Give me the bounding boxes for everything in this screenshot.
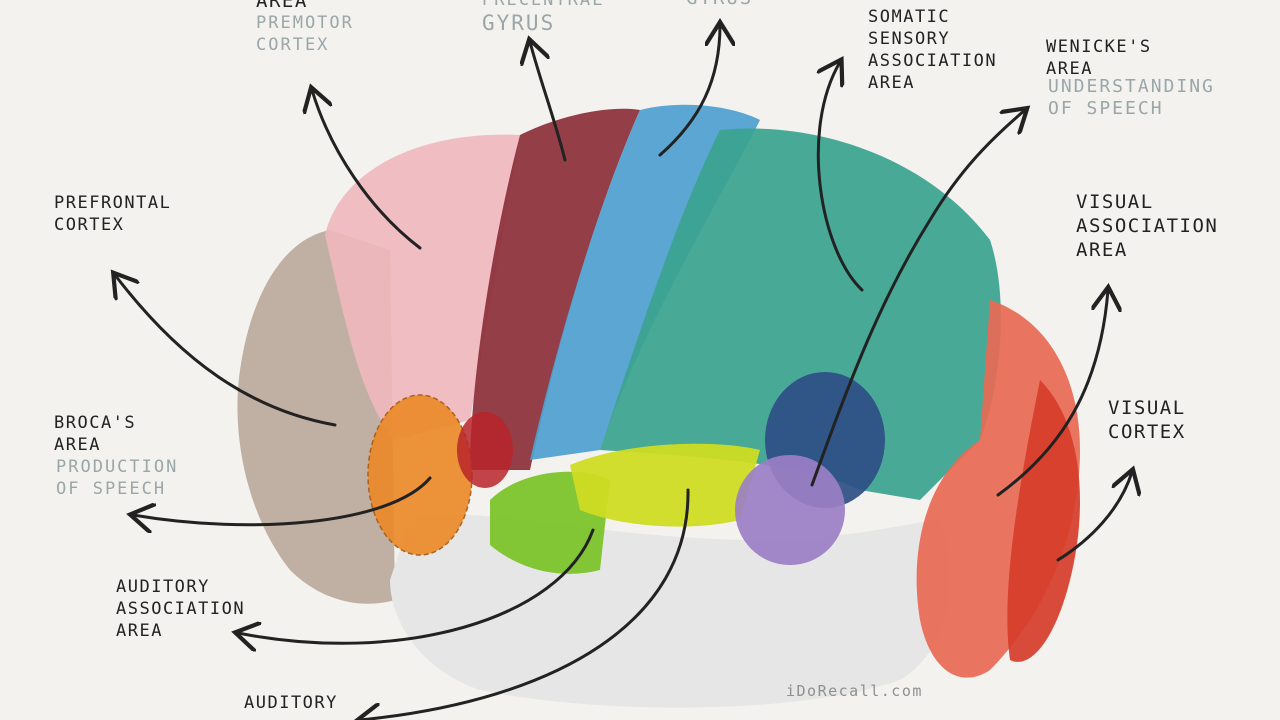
arrow-premotor	[312, 90, 422, 250]
wernicke-sublabel: UNDERSTANDING OF SPEECH	[1048, 76, 1215, 119]
prefrontal-label: PREFRONTAL CORTEX	[54, 193, 172, 235]
premotor-sublabel: PREMOTOR CORTEX	[256, 13, 354, 55]
arrow-visual-assoc	[996, 290, 1108, 497]
visual-cortex-label: VISUAL CORTEX	[1108, 397, 1186, 443]
wernicke-inner-region	[735, 455, 845, 565]
broca-area-region	[367, 394, 473, 556]
arrow-precentral	[530, 42, 567, 162]
auditory-association-label: AUDITORY ASSOCIATION AREA	[116, 577, 246, 641]
watermark: iDoRecall.com	[786, 682, 923, 700]
wernicke-label: WENICKE'S AREA	[1046, 37, 1152, 79]
auditory-label: AUDITORY	[244, 693, 338, 713]
precentral-label-top: PRECENTRAL	[482, 0, 605, 10]
visual-cortex-region	[1007, 380, 1080, 662]
arrow-postcentral	[658, 25, 720, 157]
broca-sublabel: PRODUCTION OF SPEECH	[56, 457, 179, 499]
broca-inner-region	[457, 412, 513, 488]
temporal-lobe-region	[390, 514, 950, 708]
arrow-visual	[1056, 472, 1132, 562]
postcentral-sublabel: GYRUS	[686, 0, 753, 9]
precentral-sublabel: GYRUS	[482, 11, 556, 35]
arrow-somatic	[818, 62, 864, 292]
association-cortex-region	[600, 128, 1001, 500]
arrow-wernicke	[810, 110, 1025, 487]
motor-cortex-region	[470, 108, 640, 470]
arrow-broca	[133, 476, 432, 525]
visual-association-label: VISUAL ASSOCIATION AREA	[1076, 191, 1219, 261]
premotor-region	[325, 134, 520, 440]
premotor-label-top: AREA	[256, 0, 308, 12]
arrow-prefrontal	[115, 275, 337, 427]
arrow-auditory	[360, 488, 690, 720]
primary-auditory-region	[570, 443, 760, 527]
arrow-auditory-assoc	[238, 528, 595, 643]
broca-label: BROCA'S AREA	[54, 413, 137, 455]
somatic-sensory-label: SOMATIC SENSORY ASSOCIATION AREA	[868, 7, 998, 93]
